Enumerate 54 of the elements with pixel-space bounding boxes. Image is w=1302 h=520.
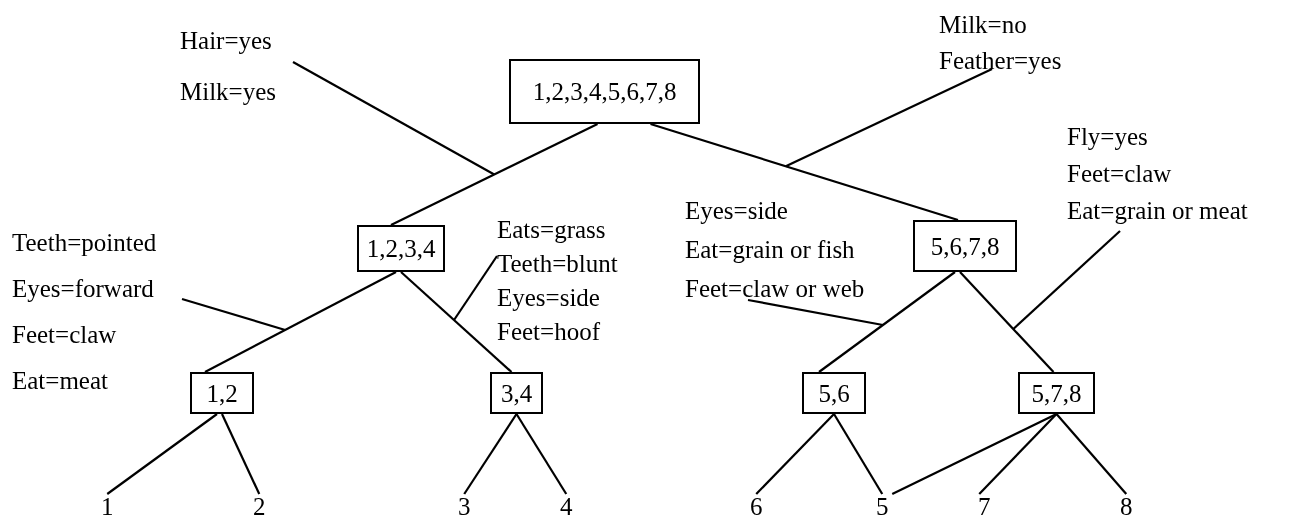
tree-node-box: 5,7,8 xyxy=(1018,372,1095,414)
tree-branch-line xyxy=(755,413,835,495)
condition-label: Feet=claw xyxy=(1067,161,1172,186)
condition-label: Eat=meat xyxy=(12,368,108,393)
tree-node-box: 1,2,3,4 xyxy=(357,225,445,272)
leader-line xyxy=(181,297,286,332)
tree-branch-line xyxy=(891,413,1057,495)
condition-label: Hair=yes xyxy=(180,28,272,53)
tree-branch-line xyxy=(1055,413,1128,495)
condition-label: Feet=hoof xyxy=(497,319,600,344)
condition-label: Eat=grain or fish xyxy=(685,237,855,262)
condition-label: Eyes=side xyxy=(685,198,788,223)
tree-node-box: 3,4 xyxy=(490,372,543,414)
tree-branch-line xyxy=(515,413,568,495)
leaf-label: 2 xyxy=(253,494,266,519)
tree-node-box: 1,2,3,4,5,6,7,8 xyxy=(509,59,700,124)
leader-line xyxy=(453,255,498,321)
condition-label: Eyes=side xyxy=(497,285,600,310)
tree-branch-line xyxy=(204,271,397,373)
tree-node-box: 1,2 xyxy=(190,372,254,414)
leaf-label: 4 xyxy=(560,494,573,519)
condition-label: Feet=claw xyxy=(12,322,117,347)
condition-label: Fly=yes xyxy=(1067,124,1148,149)
condition-label: Milk=yes xyxy=(180,79,277,104)
leader-line xyxy=(292,61,495,176)
condition-label: Eyes=forward xyxy=(12,276,154,301)
tree-branch-line xyxy=(221,413,261,495)
condition-label: Eat=grain or meat xyxy=(1067,198,1248,223)
leader-line xyxy=(785,68,993,168)
tree-branch-line xyxy=(978,413,1058,495)
condition-label: Feather=yes xyxy=(939,48,1062,73)
tree-branch-line xyxy=(400,271,513,373)
tree-branch-line xyxy=(650,122,959,222)
condition-label: Eats=grass xyxy=(497,217,606,242)
leader-line xyxy=(747,298,884,327)
leaf-label: 6 xyxy=(750,494,763,519)
tree-branch-line xyxy=(390,123,598,226)
leaf-label: 3 xyxy=(458,494,471,519)
condition-label: Milk=no xyxy=(939,12,1027,37)
leader-line xyxy=(1012,230,1121,330)
leaf-label: 7 xyxy=(978,494,991,519)
tree-branch-line xyxy=(463,413,518,495)
tree-branch-line xyxy=(833,413,884,495)
tree-branch-line xyxy=(959,271,1055,373)
condition-label: Teeth=pointed xyxy=(12,230,157,255)
leaf-label: 5 xyxy=(876,494,889,519)
leaf-label: 1 xyxy=(101,494,114,519)
tree-node-box: 5,6,7,8 xyxy=(913,220,1017,272)
condition-label: Teeth=blunt xyxy=(497,251,618,276)
tree-branch-line xyxy=(818,271,956,373)
leaf-label: 8 xyxy=(1120,494,1133,519)
tree-branch-line xyxy=(106,413,218,495)
condition-label: Feet=claw or web xyxy=(685,276,865,301)
tree-node-box: 5,6 xyxy=(802,372,866,414)
